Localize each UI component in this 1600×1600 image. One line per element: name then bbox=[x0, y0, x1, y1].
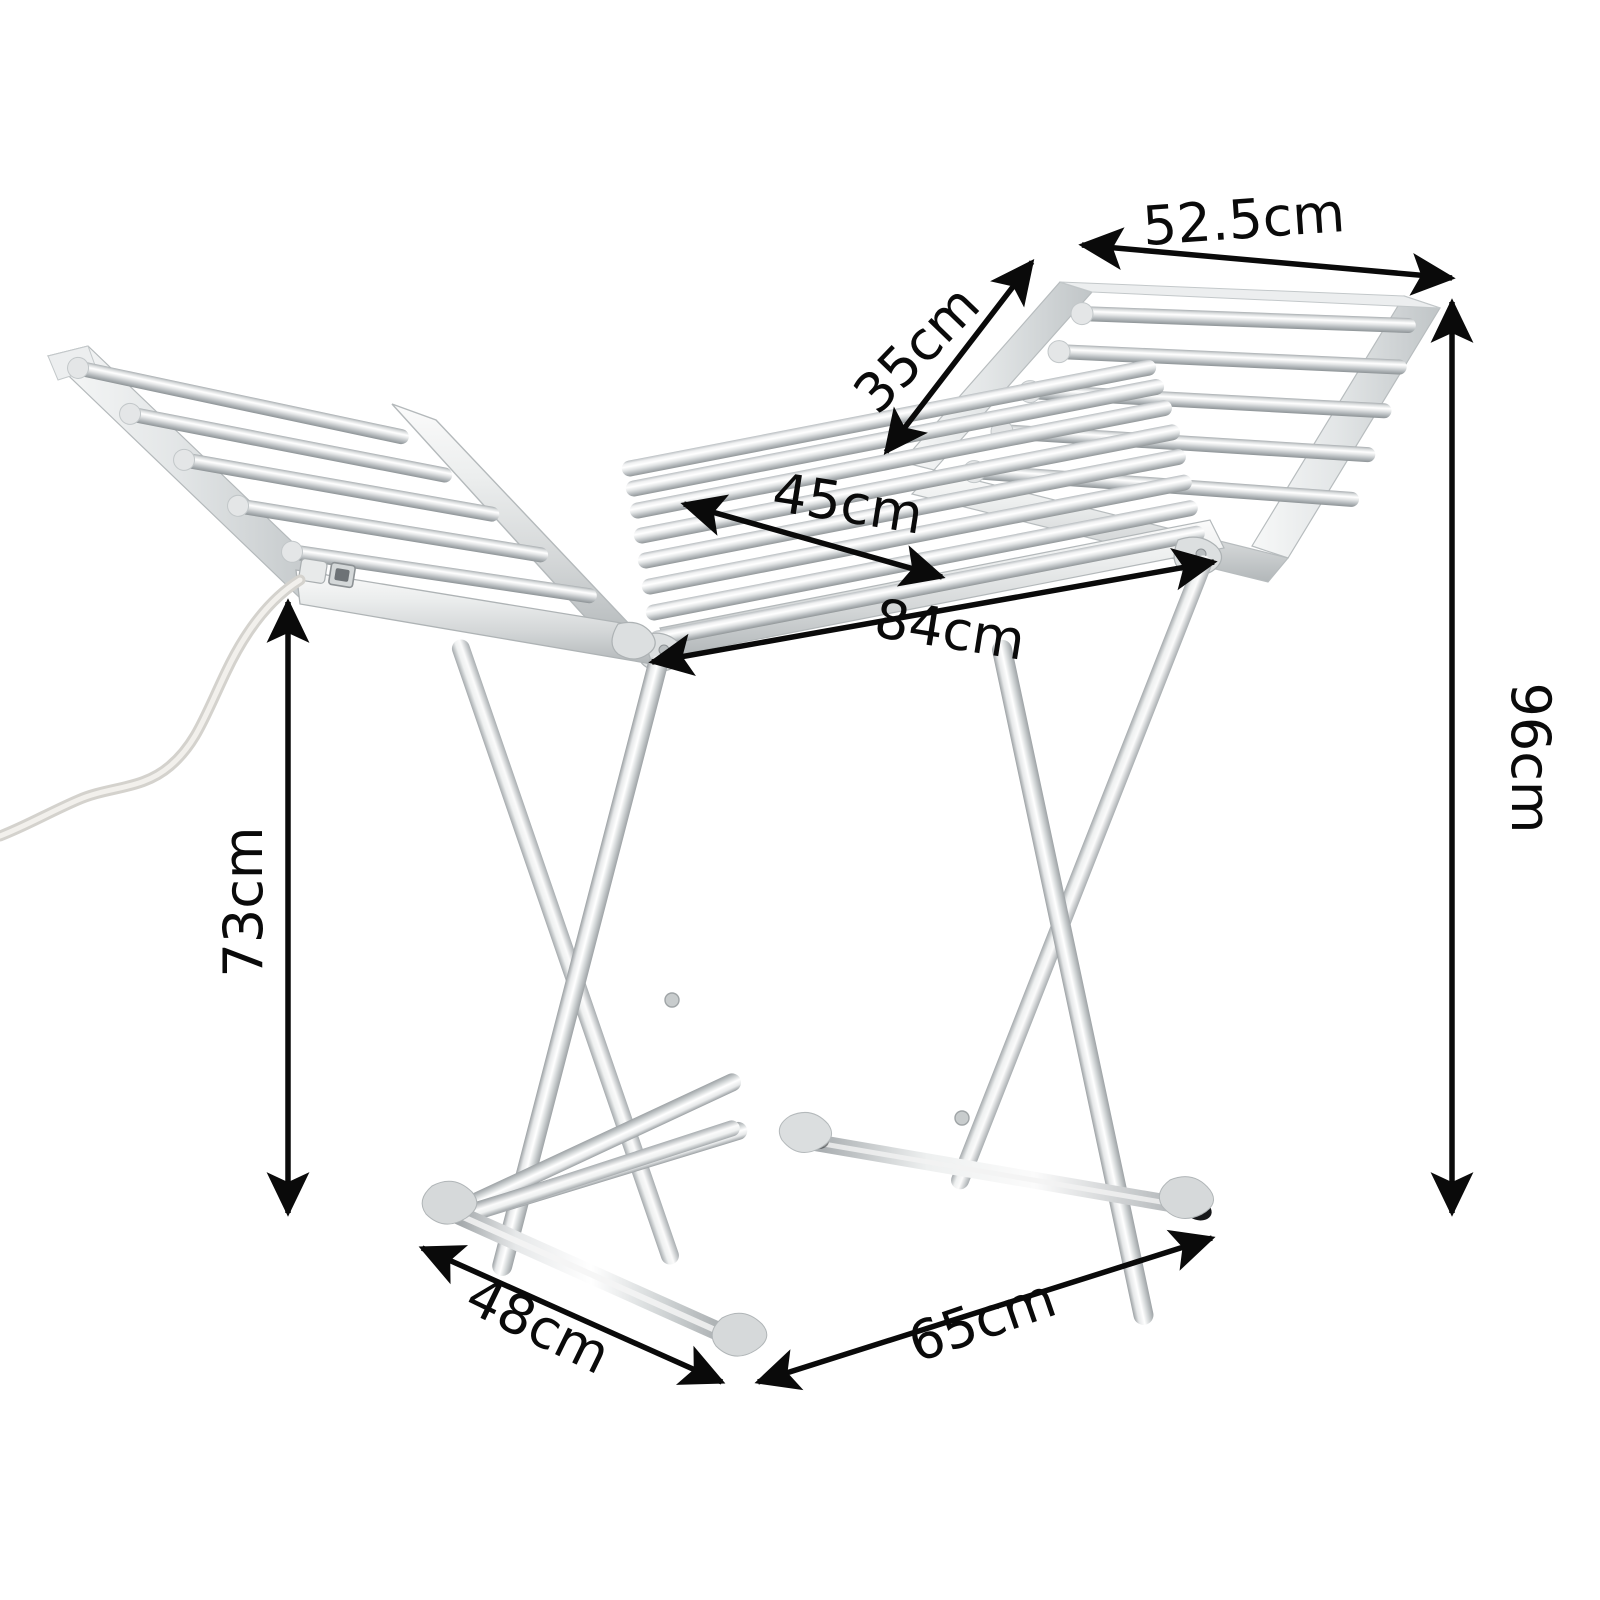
dimension-line-wing-depth bbox=[883, 259, 1035, 455]
dimension-annotations bbox=[266, 227, 1474, 1391]
dimension-line-deck-width bbox=[648, 548, 1218, 676]
power-switch-socket[interactable] bbox=[298, 558, 356, 589]
left-wing-hinge bbox=[611, 621, 656, 660]
dimension-line-base-width bbox=[754, 1229, 1216, 1391]
dimension-label-base-width: 65cm bbox=[900, 1266, 1063, 1375]
base-rail-cross bbox=[455, 1120, 740, 1224]
dimension-label-top-width: 52.5cm bbox=[1140, 181, 1346, 258]
leg-back-left bbox=[451, 639, 679, 1265]
dimension-label-height-to-deck: 73cm bbox=[212, 826, 275, 977]
leg-back-right bbox=[951, 555, 1212, 1190]
product-illustration bbox=[0, 281, 1441, 1357]
leg-pivot-right bbox=[954, 1110, 970, 1126]
base-rail-front bbox=[451, 1073, 742, 1219]
left-wing-panel bbox=[46, 345, 656, 665]
x-frame-legs bbox=[421, 555, 1215, 1357]
dimension-label-overall-height: 96cm bbox=[1499, 682, 1562, 833]
leg-front-right bbox=[992, 639, 1154, 1325]
left-wing-rails bbox=[67, 356, 597, 604]
leg-pivot-left bbox=[664, 992, 680, 1008]
dimension-line-top-width bbox=[1078, 227, 1456, 296]
power-cord bbox=[0, 574, 306, 842]
dimension-line-base-depth bbox=[418, 1245, 726, 1385]
leg-front-left bbox=[492, 655, 668, 1276]
